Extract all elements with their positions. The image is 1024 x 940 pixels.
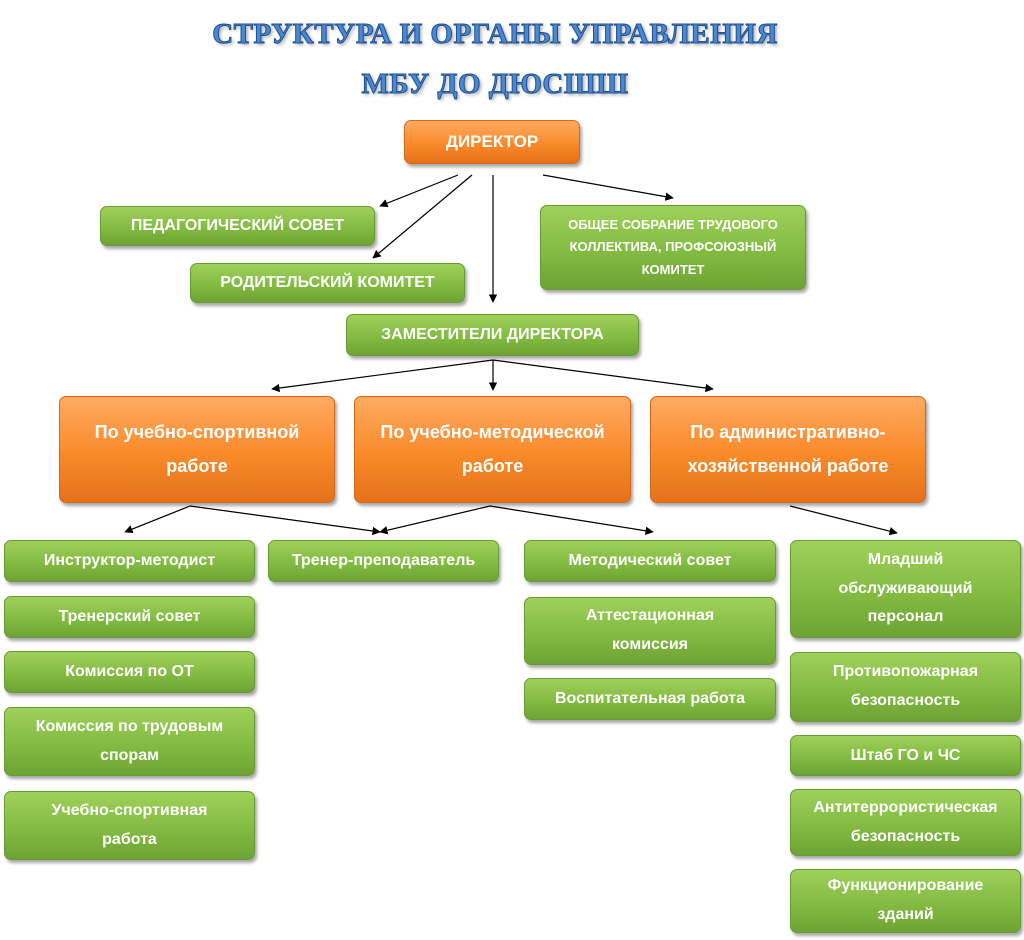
- support-staff-box: Младший обслуживающий персонал: [790, 540, 1021, 638]
- arrow-director-parent-committee: [372, 174, 473, 259]
- arrow-director-ped-council: [379, 174, 459, 208]
- labor-disputes-box: Комиссия по трудовым спорам: [4, 707, 255, 776]
- ped-council-box: ПЕДАГОГИЧЕСКИЙ СОВЕТ: [100, 206, 375, 246]
- general-meeting-box: ОБЩЕЕ СОБРАНИЕ ТРУДОВОГО КОЛЛЕКТИВА, ПРО…: [540, 205, 806, 290]
- antiterror-box: Антитеррористическая безопасность: [790, 789, 1021, 856]
- chart-title-line1: СТРУКТУРА И ОРГАНЫ УПРАВЛЕНИЯ: [212, 18, 778, 51]
- civil-defense-box: Штаб ГО и ЧС: [790, 735, 1021, 776]
- method-council-box: Методический совет: [524, 540, 776, 582]
- dep-admin-box: По административно-хозяйственной работе: [650, 396, 926, 503]
- dep-sport-box: По учебно-спортивной работе: [59, 396, 335, 503]
- deputies-box: ЗАМЕСТИТЕЛИ ДИРЕКТОРА: [346, 314, 639, 356]
- sport-work-box: Учебно-спортивная работа: [4, 791, 255, 860]
- arrow-director-general-meeting: [542, 174, 674, 201]
- trainer-box: Тренер-преподаватель: [268, 540, 499, 582]
- arrow-sport-instructor: [124, 505, 191, 534]
- buildings-box: Функционирование зданий: [790, 869, 1021, 933]
- arrow-method-trainer: [379, 505, 491, 535]
- arrow-deputies-admin: [492, 359, 714, 393]
- fire-safety-box: Противопожарная безопасность: [790, 652, 1021, 722]
- director-box: ДИРЕКТОР: [404, 120, 580, 164]
- chart-title-line2: МБУ ДО ДЮСШШ: [361, 68, 629, 101]
- arrow-deputies-sport: [271, 359, 494, 393]
- trainer-council-box: Тренерский совет: [4, 596, 255, 638]
- arrow-method-council: [489, 505, 654, 535]
- education-work-box: Воспитательная работа: [524, 678, 776, 720]
- instructor-box: Инструктор-методист: [4, 540, 255, 582]
- arrow-sport-trainer: [189, 505, 381, 536]
- dep-method-box: По учебно-методической работе: [354, 396, 631, 503]
- parent-committee-box: РОДИТЕЛЬСКИЙ КОМИТЕТ: [190, 263, 465, 303]
- ot-commission-box: Комиссия по ОТ: [4, 651, 255, 693]
- arrow-admin-staff: [789, 505, 898, 536]
- attestation-commission-box: Аттестационная комиссия: [524, 597, 776, 665]
